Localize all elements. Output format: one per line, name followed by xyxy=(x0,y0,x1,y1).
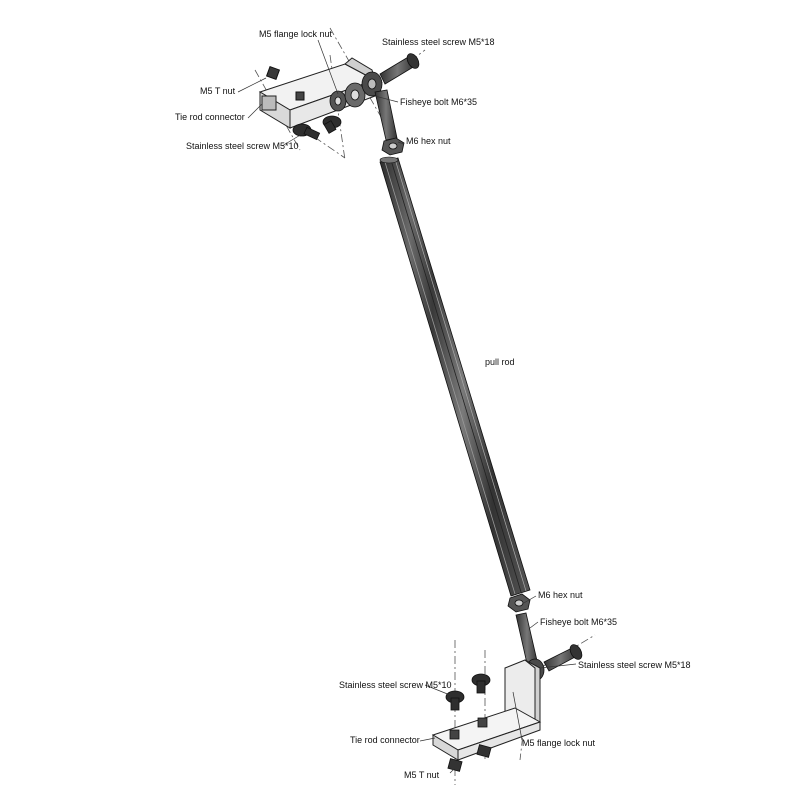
top-flange-lock-nut xyxy=(329,90,347,112)
label-bottom-t-nut: M5 T nut xyxy=(404,770,440,780)
top-t-nut xyxy=(265,65,305,101)
label-top-screw-m5-10: Stainless steel screw M5*10 xyxy=(186,141,299,151)
top-screw-m5-18 xyxy=(379,53,420,85)
label-top-fisheye-bolt: Fisheye bolt M6*35 xyxy=(400,97,478,107)
label-top-tie-rod-connector: Tie rod connector xyxy=(175,112,245,122)
top-hex-nut xyxy=(381,137,405,156)
bottom-t-nut xyxy=(447,717,492,772)
bottom-hex-nut xyxy=(507,593,531,613)
label-pull-rod: pull rod xyxy=(485,357,515,367)
label-top-hex-nut: M6 hex nut xyxy=(406,136,451,146)
label-bottom-screw-m5-10: Stainless steel screw M5*10 xyxy=(339,680,452,690)
label-top-screw-m5-18: Stainless steel screw M5*18 xyxy=(382,37,495,47)
label-bottom-flange-lock-nut: M5 flange lock nut xyxy=(522,738,596,748)
label-bottom-tie-rod-connector: Tie rod connector xyxy=(350,735,420,745)
pull-rod xyxy=(379,156,531,597)
bottom-screw-m5-18 xyxy=(543,644,583,672)
label-bottom-fisheye-bolt: Fisheye bolt M6*35 xyxy=(540,617,618,627)
top-fisheye-bolt xyxy=(344,71,398,141)
label-top-flange-lock-nut: M5 flange lock nut xyxy=(259,29,333,39)
label-bottom-hex-nut: M6 hex nut xyxy=(538,590,583,600)
top-screws-m5-10 xyxy=(292,115,342,141)
label-bottom-screw-m5-18: Stainless steel screw M5*18 xyxy=(578,660,691,670)
leader-lines xyxy=(237,39,577,774)
bottom-screws-m5-10 xyxy=(445,673,491,711)
label-top-t-nut: M5 T nut xyxy=(200,86,236,96)
